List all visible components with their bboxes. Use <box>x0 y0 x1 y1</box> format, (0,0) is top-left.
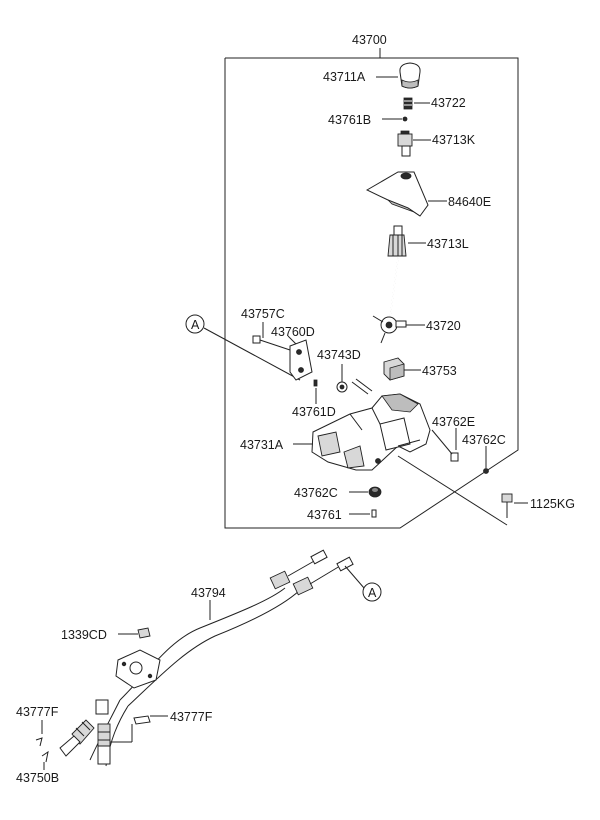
label-43713L: 43713L <box>427 237 469 251</box>
spring <box>403 97 413 110</box>
bolt-1125KG <box>501 493 513 518</box>
clip-43777F-right <box>110 715 151 743</box>
label-43777F-right: 43777F <box>170 710 213 724</box>
bushing <box>383 357 405 381</box>
label-43761D: 43761D <box>292 405 336 419</box>
shift-knob <box>399 62 421 89</box>
label-43731A: 43731A <box>240 438 284 452</box>
label-43760D: 43760D <box>271 325 315 339</box>
label-43762C-right: 43762C <box>462 433 506 447</box>
label-43762C-left: 43762C <box>294 486 338 500</box>
label-43761B: 43761B <box>328 113 371 127</box>
label-1125KG: 1125KG <box>530 497 575 511</box>
plunger <box>397 130 413 157</box>
label-43777F-left: 43777F <box>16 705 59 719</box>
clip-43777F-left <box>35 737 43 747</box>
label-43743D: 43743D <box>317 348 361 362</box>
cable-bracket <box>115 649 161 689</box>
shifter-base <box>311 393 431 471</box>
label-84640E: 84640E <box>448 195 491 209</box>
assembly-label: 43700 <box>352 33 387 47</box>
clip-43750B <box>41 750 49 763</box>
reference-a-lower: A <box>368 586 377 600</box>
label-43722: 43722 <box>431 96 466 110</box>
label-43713K: 43713K <box>432 133 476 147</box>
cable-end-right <box>95 699 111 765</box>
label-43720: 43720 <box>426 319 461 333</box>
assembly-boundary <box>224 48 519 529</box>
reference-circle-a-upper <box>185 314 205 334</box>
label-43757C: 43757C <box>241 307 285 321</box>
label-43711A: 43711A <box>323 70 366 84</box>
label-43794: 43794 <box>191 586 226 600</box>
clip-1339CD <box>137 627 151 639</box>
label-43762E: 43762E <box>432 415 475 429</box>
lever-sleeve <box>387 225 407 257</box>
label-43761: 43761 <box>307 508 342 522</box>
shift-boot <box>365 171 429 217</box>
label-43753: 43753 <box>422 364 457 378</box>
cable-end-left <box>59 719 95 757</box>
bracket-43760D <box>289 339 313 381</box>
bush-43762E <box>450 452 459 462</box>
reference-a-upper: A <box>191 318 200 332</box>
reference-circle-a-lower <box>362 582 382 602</box>
grommet-43762C <box>368 486 382 498</box>
label-1339CD: 1339CD <box>61 628 107 642</box>
shift-lever <box>372 257 407 344</box>
label-43750B: 43750B <box>16 771 59 785</box>
